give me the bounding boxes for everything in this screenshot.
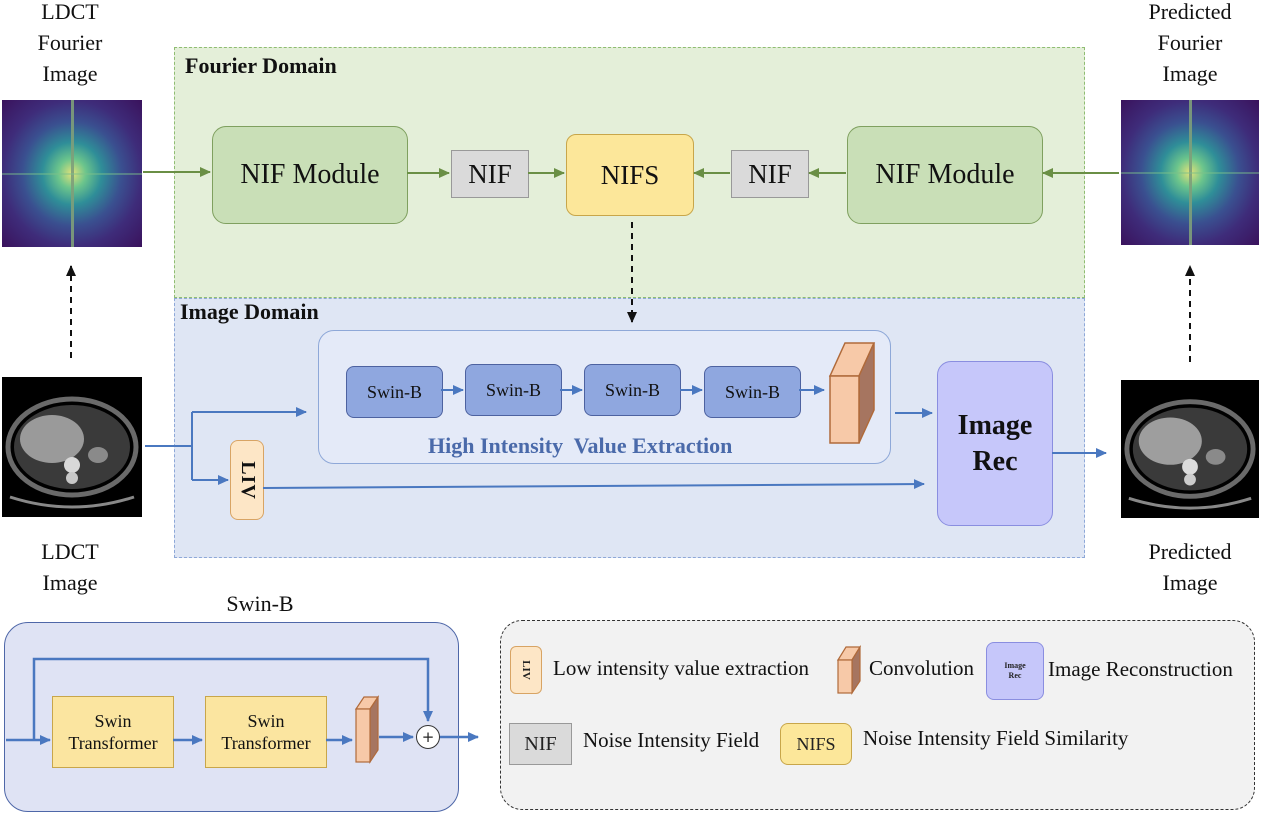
ldct-fourier-image (2, 100, 142, 247)
nif-right: NIF (731, 150, 809, 198)
fourier-arrows (143, 167, 1119, 178)
high-intensity-extraction-label: High Intensity Value Extraction (428, 433, 733, 458)
legend-rec-text: Image Reconstruction (1048, 657, 1233, 681)
nif-module-right: NIF Module (847, 126, 1043, 224)
swin-b-block-3: Swin-B (584, 364, 681, 416)
legend-nif-icon: NIF (509, 723, 572, 765)
ldct-ct-image (2, 377, 142, 517)
ldct-image-caption: LDCT Image (41, 539, 99, 595)
image-rec-block: Image Rec (937, 361, 1053, 526)
dashed-arrows (66, 222, 1195, 362)
legend-liv-text: Low intensity value extraction (553, 656, 810, 680)
convolution-block-legend (836, 644, 862, 695)
nif-left: NIF (451, 150, 529, 198)
legend-conv-text: Convolution (869, 656, 975, 680)
ldct-fourier-caption: LDCT Fourier Image (37, 0, 103, 86)
convolution-block-main (828, 342, 876, 444)
convolution-block-swin (354, 695, 380, 764)
legend-nif-text: Noise Intensity Field (583, 728, 760, 752)
swin-b-panel-arrows (6, 657, 479, 745)
liv-block: LIV (230, 440, 264, 520)
image-domain-arrows (145, 385, 1107, 490)
predicted-image-caption: Predicted Image (1148, 539, 1232, 595)
nif-module-left: NIF Module (212, 126, 408, 224)
predicted-fourier-image (1121, 100, 1259, 245)
swin-b-panel-title: Swin-B (226, 591, 294, 616)
swin-b-block-1: Swin-B (346, 366, 443, 418)
predicted-fourier-caption: Predicted Fourier Image (1148, 0, 1232, 86)
legend-box (500, 620, 1255, 810)
fourier-domain-title: Fourier Domain (185, 53, 337, 78)
swin-b-block-4: Swin-B (704, 366, 801, 418)
swin-b-block-2: Swin-B (465, 364, 562, 416)
legend-nifs-text: Noise Intensity Field Similarity (863, 726, 1129, 750)
legend-liv-icon: LIV (510, 646, 542, 694)
predicted-ct-image (1121, 380, 1259, 518)
legend-nifs-icon: NIFS (780, 723, 852, 765)
nifs-block: NIFS (566, 134, 694, 216)
image-domain-title: Image Domain (180, 299, 319, 324)
residual-add-node: + (416, 725, 440, 749)
